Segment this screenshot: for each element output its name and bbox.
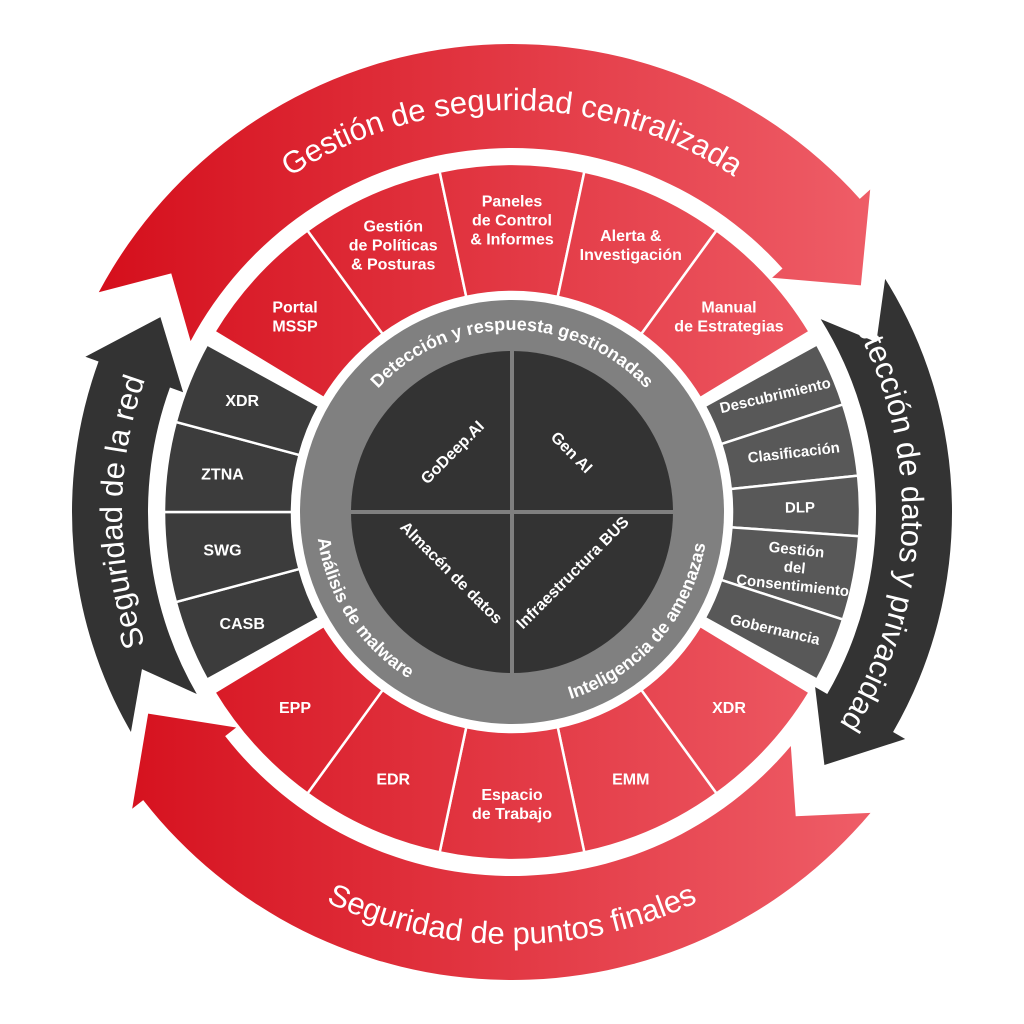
- segment-label: XDR: [712, 700, 746, 717]
- segment-label-line: de Políticas: [349, 238, 438, 255]
- segment-label-line: Espacio: [481, 787, 543, 804]
- segment-label: CASB: [220, 616, 265, 633]
- segment-label: Espacio de Trabajo: [472, 787, 552, 823]
- segment-label: XDR: [225, 393, 259, 410]
- segment-label-line: XDR: [225, 393, 259, 410]
- outer-band-left-arrow: [72, 317, 197, 732]
- segment-label-line: Paneles: [482, 194, 543, 211]
- segment-label-line: EDR: [376, 771, 410, 788]
- segment-label-line: Gestión: [768, 539, 825, 562]
- segment-label: Alerta & Investigación: [580, 228, 682, 264]
- outer-band-right-arrow: [815, 278, 952, 765]
- segment-label-line: de Trabajo: [472, 806, 552, 823]
- segment-label: ZTNA: [201, 466, 244, 483]
- segment-label-line: & Posturas: [351, 257, 436, 274]
- segment-label: EMM: [612, 771, 649, 788]
- segment-label-line: de Control: [472, 213, 552, 230]
- segment-label-line: Portal: [272, 300, 317, 317]
- outer-band-bottom-arrow: [132, 713, 871, 980]
- segment-label: Gestión de Políticas & Posturas: [349, 219, 438, 274]
- segment-label-line: Alerta &: [600, 228, 662, 245]
- segment-label-line: Manual: [701, 300, 756, 317]
- segment-label: GestióndelConsentimiento: [735, 536, 853, 601]
- segment-label-line: MSSP: [272, 319, 318, 336]
- segment-bottom-4: [212, 624, 385, 796]
- outer-band-top-arrow: [98, 44, 871, 342]
- segment-label-line: DLP: [785, 499, 815, 516]
- segment-label-line: & Informes: [470, 232, 554, 249]
- segment-label: Manual de Estrategias: [674, 300, 783, 336]
- segment-label: EDR: [376, 771, 410, 788]
- segment-label-line: SWG: [203, 543, 241, 560]
- segment-label: DLP: [785, 499, 815, 516]
- segment-label-line: ZTNA: [201, 466, 244, 483]
- segment-label: EPP: [279, 700, 311, 717]
- segment-right-4: [703, 578, 845, 682]
- segment-label-line: de Estrategias: [674, 319, 783, 336]
- segment-label: Paneles de Control & Informes: [470, 194, 554, 249]
- segment-left-3: [174, 342, 321, 457]
- segment-label-line: Gestión: [363, 219, 423, 236]
- segment-label-line: EPP: [279, 700, 311, 717]
- segment-label-line: del: [783, 558, 806, 577]
- segment-label-line: EMM: [612, 771, 649, 788]
- segment-label-line: CASB: [220, 616, 265, 633]
- segment-label-line: XDR: [712, 700, 746, 717]
- segment-label: SWG: [203, 543, 241, 560]
- segment-top-4: [639, 228, 812, 400]
- segment-label-line: Investigación: [580, 247, 682, 264]
